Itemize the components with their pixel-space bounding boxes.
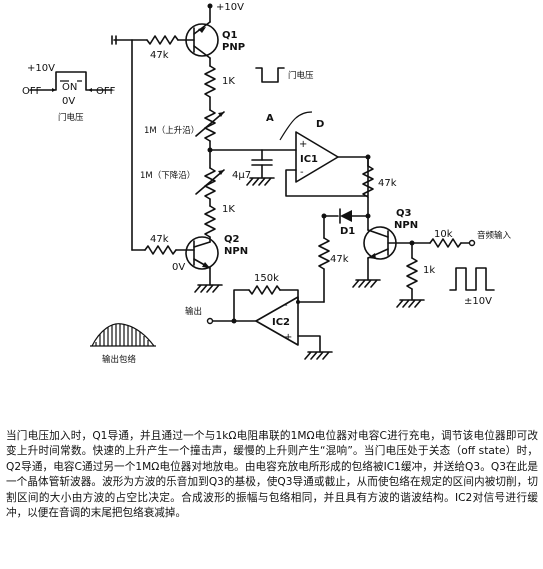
q2-npn-transistor: Q2 NPN	[185, 234, 248, 270]
diode-d1: D1	[323, 208, 369, 237]
ic2-buffer: - + IC2	[255, 296, 299, 346]
gate-on: ON	[62, 82, 77, 93]
gate-off-right: OFF	[96, 86, 116, 97]
feedback-resistor	[248, 285, 281, 295]
q3-type: NPN	[394, 220, 418, 231]
q2-base-resistor	[144, 245, 177, 255]
circuit-description: 当门电压加入时，Q1导通，并且通过一个与1kΩ电阻串联的1MΩ电位器对电容C进行…	[6, 430, 538, 520]
q1-base-resistor	[146, 35, 179, 45]
point-a: A	[266, 113, 274, 124]
d1-label: D1	[340, 226, 355, 237]
rise-potentiometer	[204, 109, 216, 142]
d1-resistor-label: 47k	[330, 254, 349, 265]
ic1-buffer: + - IC1	[295, 131, 339, 183]
envelope-generator-schematic: +10V OFF ON 0V OFF 门电压 Q1 PNP +10V 47k 门…	[22, 2, 512, 365]
q1-collector-resistor	[204, 65, 216, 98]
audio-input-resistor	[429, 238, 462, 248]
gate-level-low: 0V	[62, 96, 75, 107]
q2-base-resistor-label: 47k	[150, 234, 169, 245]
fall-potentiometer-label: 1M（下降沿）	[140, 170, 195, 181]
d1-resistor	[318, 237, 330, 270]
audio-square-wave	[449, 267, 495, 291]
output-label: 输出	[185, 306, 202, 317]
envelope-label: 输出包络	[102, 354, 137, 365]
q2-type: NPN	[224, 246, 248, 257]
gate-voltage-waveform: +10V OFF ON 0V OFF 门电压	[22, 63, 116, 123]
q1-type: PNP	[222, 42, 245, 53]
ic1-output-resistor	[362, 165, 374, 198]
supply-top: +10V	[207, 2, 244, 23]
rise-potentiometer-label: 1M（上升沿）	[144, 125, 199, 136]
gate-level-high: +10V	[27, 63, 55, 74]
q3-label: Q3	[396, 208, 412, 219]
q2-collector-resistor-label: 1K	[222, 204, 235, 215]
supply-0v: 0V	[172, 262, 185, 273]
audio-input-label: 音频输入	[477, 230, 512, 241]
output-envelope-sketch: 输出包络	[90, 323, 156, 365]
ic2-label: IC2	[272, 317, 290, 328]
q3-base-resistor-label: 1k	[423, 265, 435, 276]
gate-caption: 门电压	[58, 112, 84, 123]
q3-base-resistor	[406, 257, 418, 290]
ic2-plus: +	[284, 332, 292, 343]
q1-base-resistor-label: 47k	[150, 50, 169, 61]
q1-collector-resistor-label: 1K	[222, 76, 235, 87]
q1-label: Q1	[222, 30, 238, 41]
feedback-resistor-label: 150k	[254, 273, 279, 284]
capacitor-label: 4μ7	[232, 170, 251, 181]
fall-potentiometer	[204, 167, 216, 200]
audio-input-resistor-label: 10k	[434, 229, 453, 240]
ic1-label: IC1	[300, 154, 318, 165]
ic2-minus: -	[284, 300, 288, 311]
q2-label: Q2	[224, 234, 240, 245]
audio-level-label: ±10V	[464, 296, 492, 307]
timing-capacitor: 4μ7	[232, 149, 275, 186]
ic1-output-resistor-label: 47k	[378, 178, 397, 189]
q1-pnp-transistor: Q1 PNP	[185, 21, 245, 59]
q2-collector-resistor	[204, 205, 216, 238]
q3-npn-transistor: Q3 NPN	[363, 208, 418, 260]
point-d: D	[316, 119, 324, 130]
supply-plus10v: +10V	[216, 2, 244, 13]
gate-pulse-label: 门电压	[288, 70, 314, 81]
ic1-minus: -	[300, 167, 304, 178]
gate-off-left: OFF	[22, 86, 42, 97]
ic1-plus: +	[299, 139, 307, 150]
